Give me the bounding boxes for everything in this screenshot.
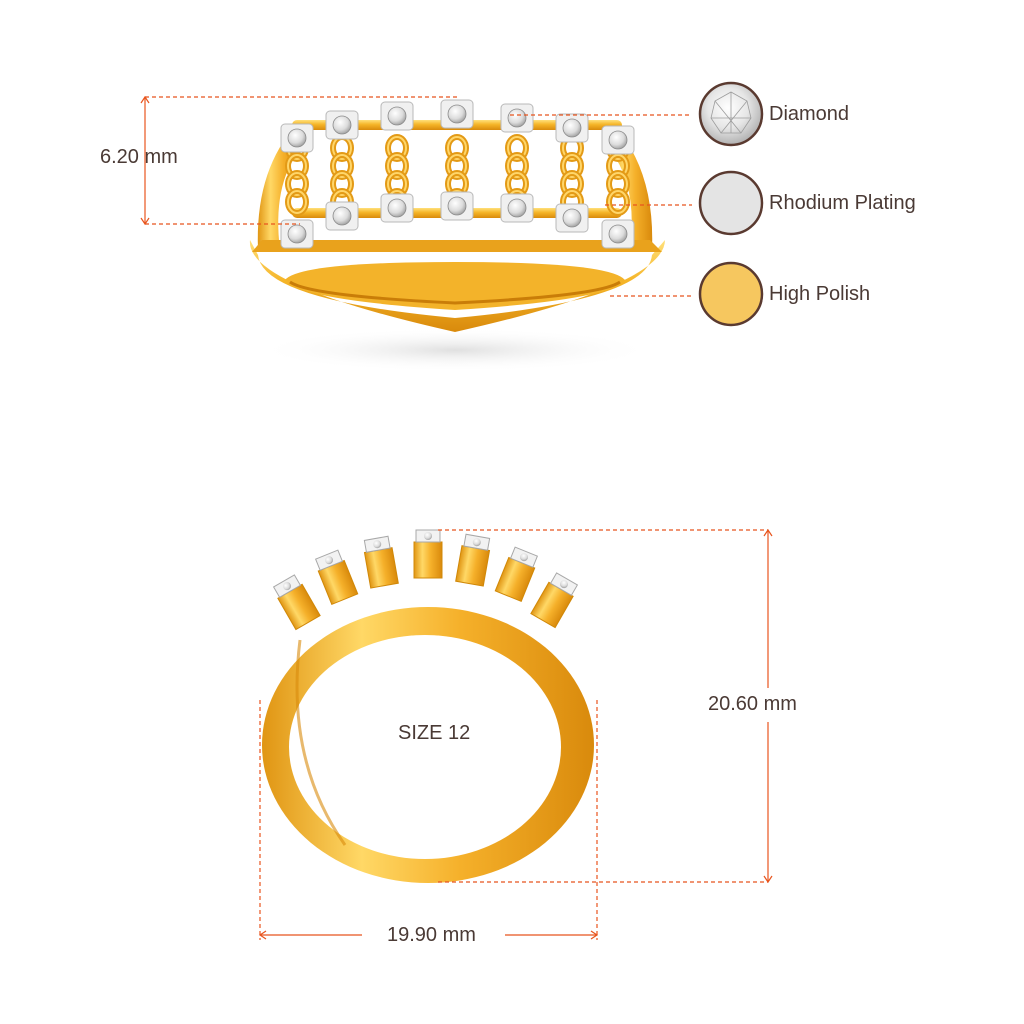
setting-block: [530, 572, 579, 629]
diamond-stone: [287, 224, 307, 244]
chain-link-highlight: [562, 172, 582, 196]
chain-link-highlight: [608, 154, 628, 178]
block-diamond: [373, 540, 382, 549]
block-body: [363, 547, 399, 589]
block-diamond: [560, 580, 568, 589]
block-diamond: [472, 538, 481, 547]
ring-opening: [289, 635, 561, 859]
diamond-stone: [562, 118, 582, 138]
legend-label-diamond: Diamond: [769, 103, 850, 125]
ring-side-view: [262, 529, 594, 883]
width-dimension-label: 19.90 mm: [387, 924, 476, 946]
diamond-stone: [287, 128, 307, 148]
diamond-stone: [447, 196, 467, 216]
setting-block: [413, 529, 443, 579]
gold-swatch-icon: [698, 261, 764, 327]
legend-label-rhodium: Rhodium Plating: [769, 192, 916, 214]
height-dimension: [140, 95, 460, 226]
diamond-stone: [332, 115, 352, 135]
diamond-stone: [562, 208, 582, 228]
chain-link-highlight: [387, 154, 407, 178]
diamond-stone: [507, 198, 527, 218]
chain-link-highlight: [507, 136, 527, 160]
chain-link-highlight: [287, 190, 307, 214]
chain-link-highlight: [447, 154, 467, 178]
chain-link-highlight: [562, 154, 582, 178]
diamond-stone: [387, 106, 407, 126]
diamond-stone: [332, 206, 352, 226]
diamond-stone: [387, 198, 407, 218]
diamond-stone: [608, 224, 628, 244]
diamond-swatch-icon: [698, 81, 764, 147]
ring-size-label: SIZE 12: [398, 722, 471, 744]
outer-height-label: 20.60 mm: [708, 693, 797, 715]
chain-link-highlight: [332, 154, 352, 178]
block-body: [413, 541, 443, 579]
chain-link-highlight: [447, 136, 467, 160]
rhodium-swatch-icon: [698, 170, 764, 236]
setting-block: [314, 549, 359, 606]
block-body: [455, 545, 491, 587]
ring-shadow: [255, 328, 655, 372]
diamond-settings: [280, 99, 635, 249]
setting-blocks: [272, 529, 579, 631]
block-diamond: [424, 532, 432, 540]
legend-leaders: [510, 114, 692, 297]
chain-link-highlight: [287, 154, 307, 178]
legend: [698, 81, 764, 327]
setting-block: [363, 535, 399, 589]
legend-label-high-polish: High Polish: [769, 283, 871, 305]
block-diamond: [283, 582, 291, 591]
chain-link-highlight: [608, 190, 628, 214]
block-diamond: [325, 556, 334, 565]
chain-link-highlight: [387, 136, 407, 160]
outer-height-dimension: [438, 528, 773, 884]
chain-link-highlight: [608, 172, 628, 196]
width-dimension: [258, 700, 599, 940]
chain-link-highlight: [507, 154, 527, 178]
diamond-stone: [507, 108, 527, 128]
ring-front-view: [249, 99, 665, 372]
setting-block: [494, 546, 539, 603]
chain-link-highlight: [287, 172, 307, 196]
diamond-stone: [608, 130, 628, 150]
height-dimension-label: 6.20 mm: [100, 146, 178, 168]
diamond-stone: [447, 104, 467, 124]
setting-block: [455, 533, 491, 587]
setting-block: [272, 574, 321, 631]
block-diamond: [519, 553, 528, 562]
chain-link-highlight: [332, 172, 352, 196]
